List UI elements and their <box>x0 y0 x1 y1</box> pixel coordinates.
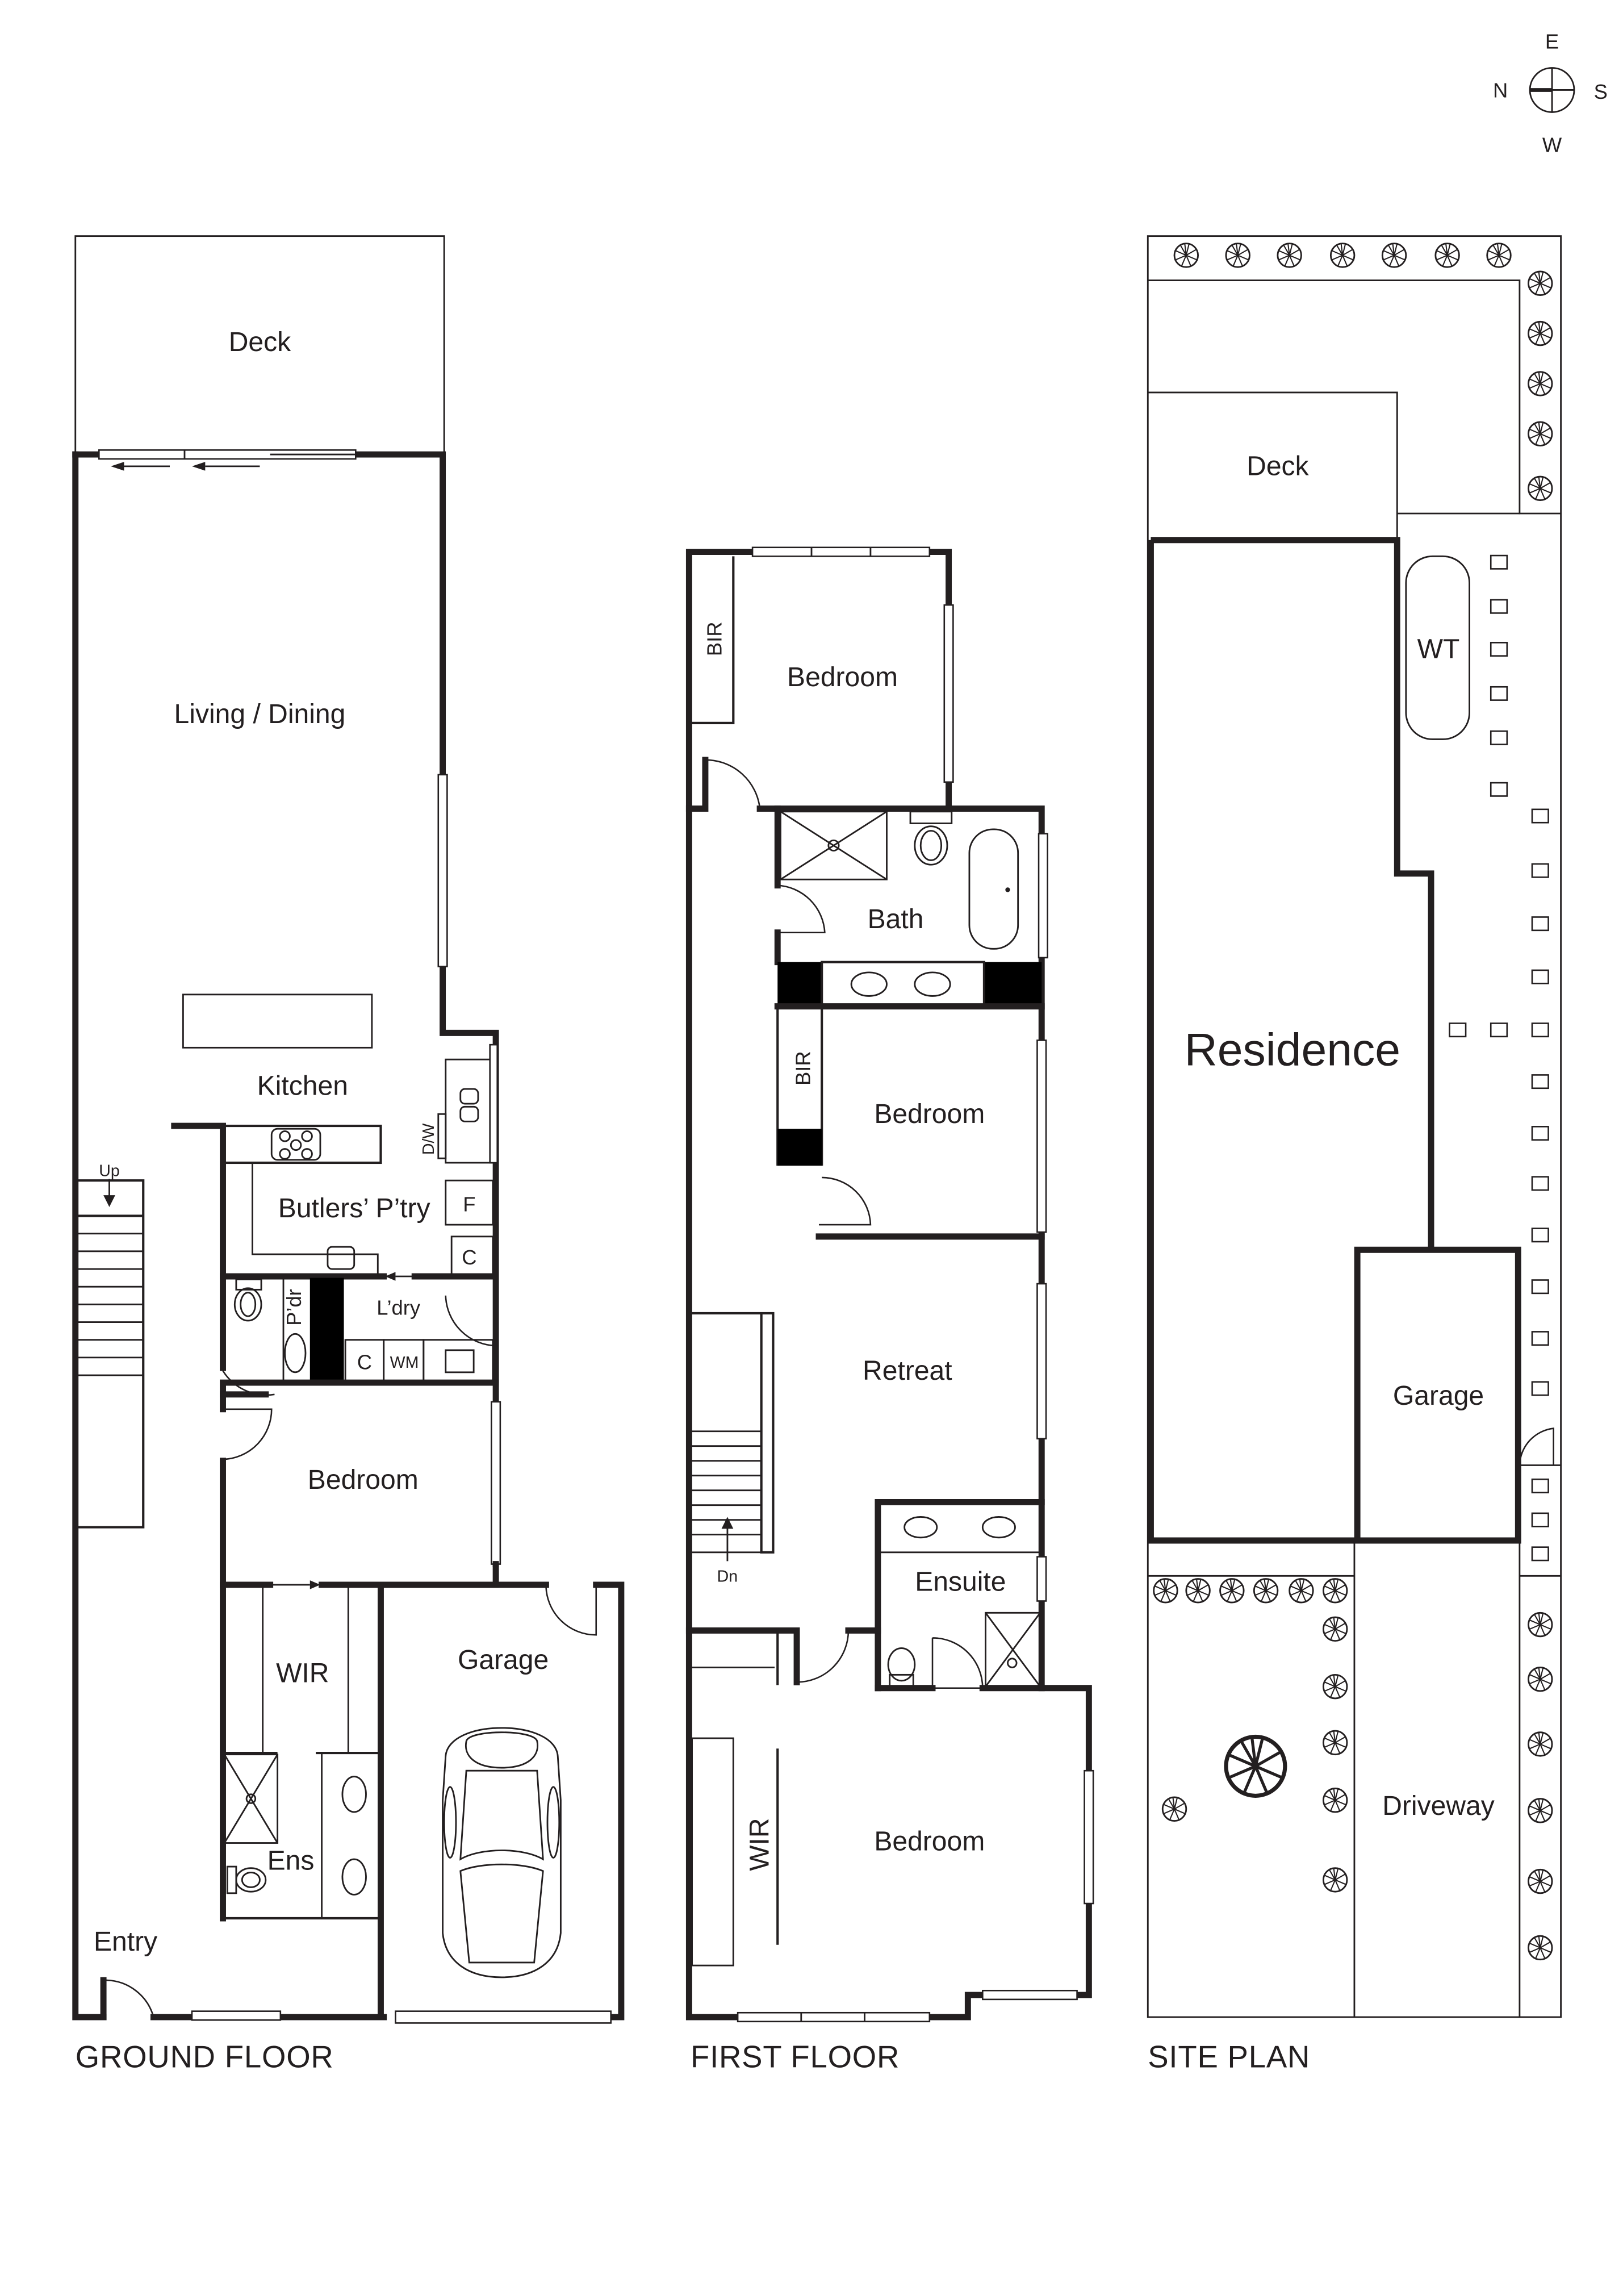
bath-shower <box>780 811 888 880</box>
compass-west-label: W <box>1542 133 1562 157</box>
sp-driveway-label: Driveway <box>1382 1791 1495 1821</box>
bathtub-icon <box>968 828 1019 950</box>
gf-fridge-label: F <box>463 1193 475 1216</box>
ff-wir-label: WIR <box>745 1818 775 1871</box>
ground-floor-plan: Deck Kitchen Living / Dining D/W But <box>72 235 625 2074</box>
site-plan-title: SITE PLAN <box>1148 2039 1310 2074</box>
ff-ensuite-label: Ensuite <box>915 1567 1006 1597</box>
shrub-icons <box>1153 243 1553 1961</box>
site-plan: Deck Residence Garage WT Driveway <box>1147 235 1562 2074</box>
ff-bir-1-label: BIR <box>703 621 726 656</box>
ff-bedroom-1-label: Bedroom <box>787 662 898 692</box>
gf-wir-label: WIR <box>276 1658 329 1688</box>
gf-washing-machine-label: WM <box>390 1354 419 1372</box>
ff-stairs-down-label: Dn <box>717 1568 738 1586</box>
ff-retreat-label: Retreat <box>863 1356 952 1386</box>
stairs-down-arrow-icon <box>721 1517 734 1529</box>
ensuite-shower <box>223 1754 279 1844</box>
gf-dishwasher-label: D/W <box>420 1124 438 1155</box>
water-tank <box>1405 555 1470 740</box>
compass-north-label: N <box>1493 78 1508 102</box>
sp-deck-label: Deck <box>1246 451 1309 481</box>
kitchen-island <box>182 993 373 1049</box>
ff-bir-2-label: BIR <box>791 1051 814 1086</box>
ff-bedroom-3-label: Bedroom <box>874 1826 985 1856</box>
first-floor-plan: BIR Bedroom Bath BIR Bedroom <box>685 546 1094 2074</box>
ff-bath-label: Bath <box>868 904 924 934</box>
compass-south-label: S <box>1594 80 1608 103</box>
gf-butlers-pantry-label: Butlers’ P’try <box>278 1193 430 1224</box>
gf-deck-label: Deck <box>229 327 291 357</box>
gf-powder-label: P’dr <box>282 1289 306 1326</box>
gf-kitchen-label: Kitchen <box>257 1071 348 1101</box>
ground-floor-title: GROUND FLOOR <box>76 2039 334 2074</box>
gf-living-dining-label: Living / Dining <box>174 699 346 729</box>
fridge-space <box>445 1179 494 1226</box>
gf-laundry-label: L’dry <box>377 1296 421 1320</box>
ff-bedroom-2-label: Bedroom <box>874 1099 985 1129</box>
gf-ensuite-label: Ens <box>267 1846 315 1876</box>
sp-garage-label: Garage <box>1393 1381 1484 1411</box>
first-floor-title: FIRST FLOOR <box>691 2039 900 2074</box>
sp-water-tank-label: WT <box>1417 634 1460 665</box>
sp-residence-label: Residence <box>1185 1025 1400 1076</box>
cooktop-icon <box>270 1128 321 1161</box>
compass-rose: E N S W <box>1493 30 1608 157</box>
gf-entry-label: Entry <box>94 1927 157 1957</box>
gf-bedroom-label: Bedroom <box>308 1465 419 1495</box>
garage-door <box>395 2010 612 2024</box>
stairs-up-arrow-icon <box>103 1195 115 1207</box>
gf-laundry-cupboard-label: C <box>357 1351 372 1374</box>
car-icon <box>442 1727 562 1978</box>
gf-garage-label: Garage <box>458 1645 549 1675</box>
powder-toilet-icon <box>233 1287 262 1322</box>
bath-toilet-icon <box>914 825 948 866</box>
compass-east-label: E <box>1545 30 1559 53</box>
gf-stairs-up-label: Up <box>99 1162 120 1180</box>
gf-pantry-cupboard-label: C <box>462 1246 476 1269</box>
pantry-sink-icon <box>327 1246 355 1270</box>
